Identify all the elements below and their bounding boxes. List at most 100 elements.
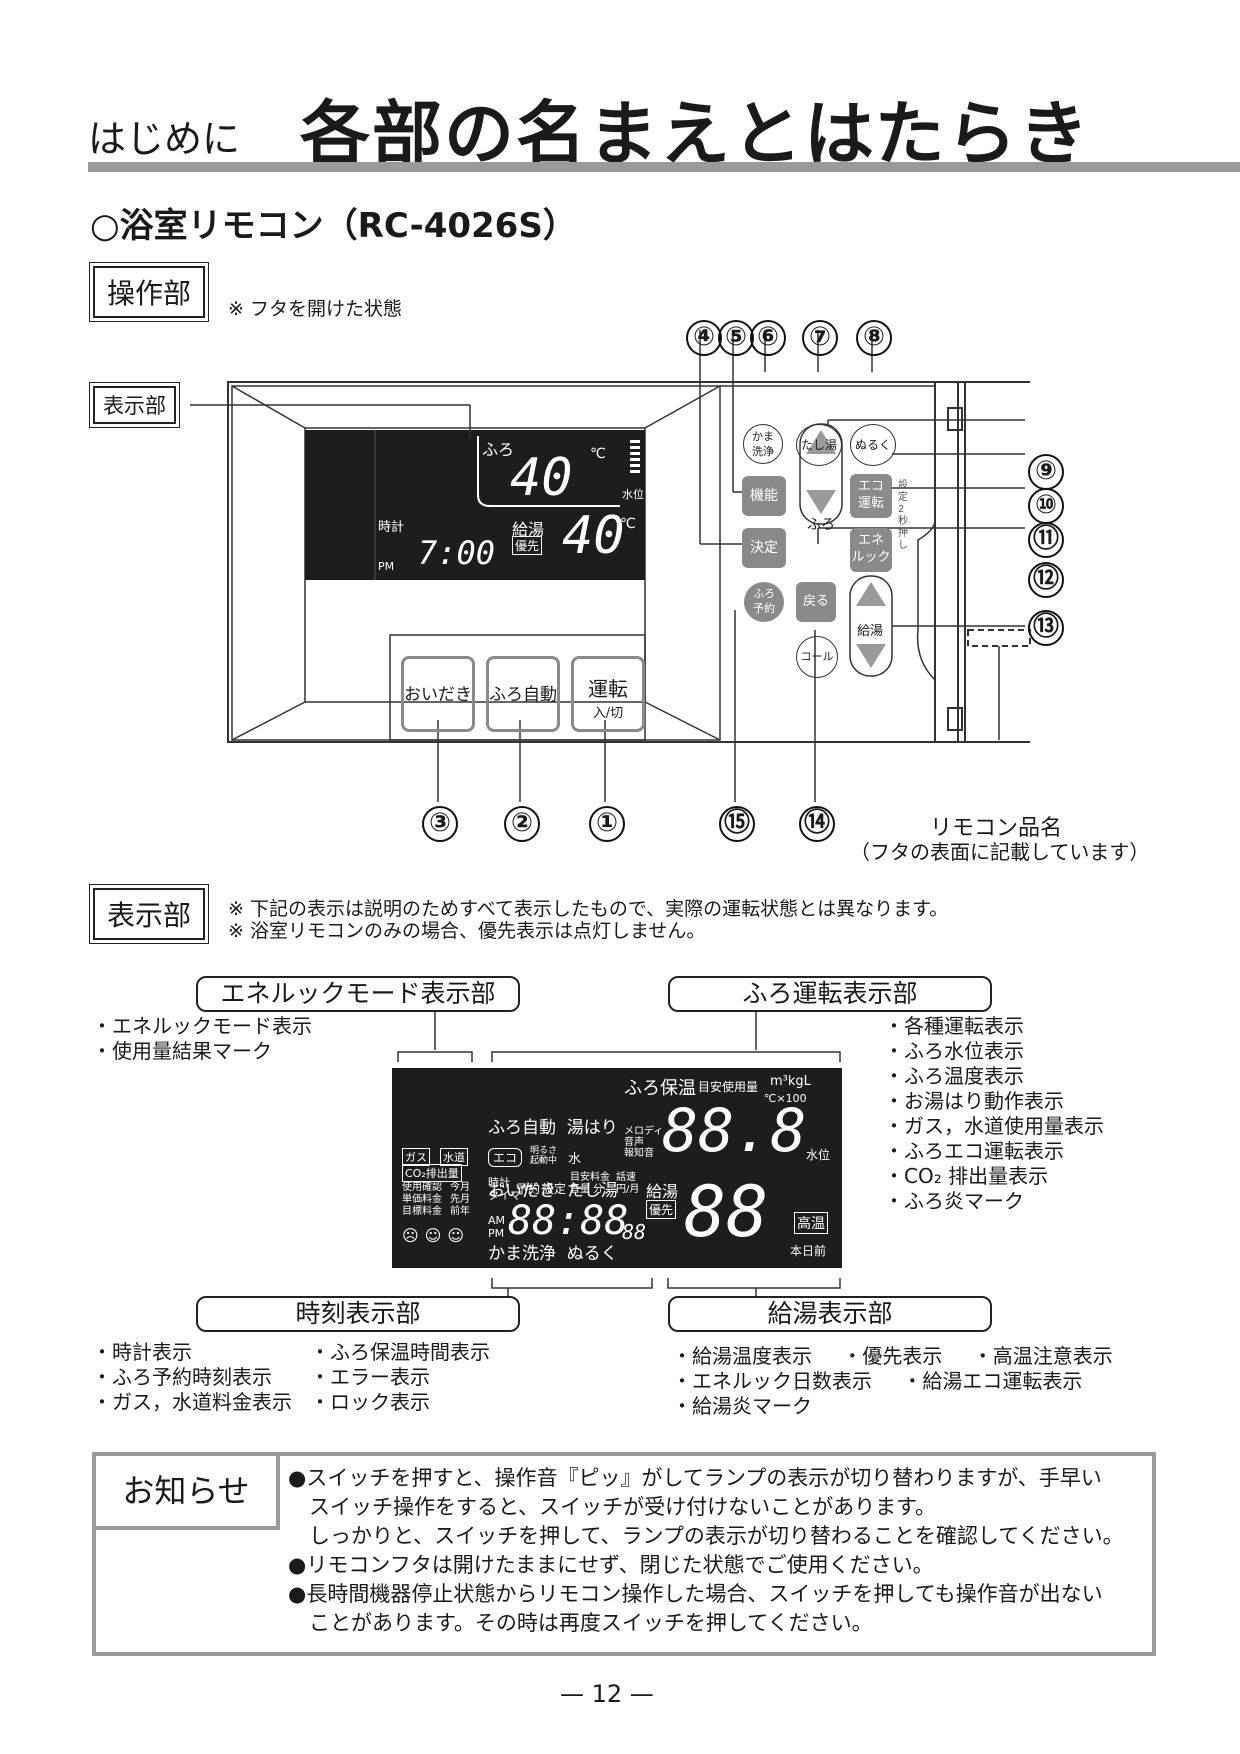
callout-7: ⑦: [802, 320, 838, 356]
lcd-settei: 設定: [542, 1182, 567, 1196]
call-button[interactable]: コール: [796, 636, 838, 678]
lcd-big1: 88.8: [662, 1096, 807, 1166]
callout-3: ③: [422, 806, 458, 842]
furo-yoyaku-button[interactable]: ふろ 予約: [744, 582, 784, 622]
setting-note: 設定2秒押し: [898, 480, 908, 551]
furo-items: ・各種運転表示 ・ふろ水位表示 ・ふろ温度表示 ・お湯はり動作表示 ・ガス，水道…: [884, 1014, 1104, 1213]
eneluck-items: ・エネルックモード表示 ・使用量結果マーク: [92, 1014, 312, 1063]
kino-button[interactable]: 機能: [742, 476, 786, 516]
display-note-1: ※ 下記の表示は説明のためすべて表示したもので、実際の運転状態とは異なります。: [228, 898, 949, 920]
lcd-big3: 88: [684, 1171, 769, 1253]
lcd-yoyaku: 予約: [516, 1182, 541, 1196]
lcd-honjitsu: 本日前: [790, 1244, 827, 1258]
lcd-kakunin: 使用確認 単価料金 目標料金: [402, 1182, 442, 1217]
lcd-big2: 88:88: [508, 1198, 629, 1244]
furo-updown-label[interactable]: ふろ: [807, 517, 835, 533]
display-note-2: ※ 浴室リモコンのみの場合、優先表示は点灯しません。: [228, 920, 706, 942]
lcd-kyuto2: 給湯: [646, 1182, 679, 1201]
lcd-akarusa: 明るさ 起動中: [530, 1146, 558, 1166]
lcd-wasoku: 話速 円/月: [616, 1172, 640, 1195]
furo-title: ふろ運転表示部: [668, 976, 992, 1012]
callout-13: ⑬: [1028, 610, 1064, 646]
time-items-left: ・時計表示 ・ふろ予約時刻表示 ・ガス，水道料金表示: [92, 1340, 292, 1414]
kyuto-updown-label[interactable]: 給湯: [857, 624, 884, 639]
time-title: 時刻表示部: [196, 1296, 520, 1332]
lcd-x100: ℃×100: [764, 1092, 807, 1105]
kyuto-title: 給湯表示部: [668, 1296, 992, 1332]
lcd-level2: 水位: [806, 1148, 831, 1162]
lcd-ampm: AM PM: [488, 1214, 506, 1240]
remote-diagram: [190, 330, 1031, 802]
notice-text: ●スイッチを押すと、操作音『ピッ』がしてランプの表示が切り替わりますが、手早い …: [288, 1466, 1124, 1635]
eneluck-button[interactable]: エネ ルック: [850, 528, 892, 572]
lcd-suido: 水道: [440, 1148, 468, 1166]
model-name: リモコン品名: [930, 816, 1063, 841]
tashiyu-button[interactable]: たし湯: [796, 424, 842, 466]
callout-2: ②: [504, 806, 540, 842]
display-lcd: ふろ自動 湯はり おいだき たし湯 かま洗浄 ぬるく エコ 明るさ 起動中 水 …: [392, 1068, 842, 1268]
kettei-button[interactable]: 決定: [742, 528, 786, 568]
callout-6: ⑥: [750, 320, 786, 356]
unten-sub: 入/切: [592, 706, 624, 721]
notice-box: [92, 1452, 1156, 1656]
lcd-row3: かま洗浄 ぬるく: [488, 1244, 618, 1264]
callout-12: ⑫: [1028, 562, 1064, 598]
lcd-unit: ℃: [590, 446, 606, 462]
lcd-gas: ガス: [402, 1148, 430, 1166]
lcd-meyasu-ryokin: 目安料金 音量 分: [570, 1172, 610, 1195]
lcd-level: 水位: [622, 488, 644, 501]
eneluck-title: エネルックモード表示部: [196, 976, 520, 1012]
unten-button[interactable]: 運転 入/切: [571, 656, 645, 732]
model-note: （フタの表面に記載しています）: [850, 840, 1150, 864]
page-title: 各部の名まえとはたらき: [300, 93, 1091, 175]
kama-button[interactable]: かま 洗浄: [743, 424, 783, 464]
lcd-kyuto: 給湯: [512, 520, 545, 539]
callout-11: ⑪: [1028, 522, 1064, 558]
display-brackets: [397, 1012, 841, 1306]
callout-15: ⑮: [719, 806, 755, 842]
oidaki-button[interactable]: おいだき: [401, 656, 475, 732]
lcd-kyuto-temp: 40: [562, 506, 625, 566]
lcd-meyasu: 目安使用量: [698, 1080, 759, 1094]
callout-10: ⑩: [1028, 488, 1064, 524]
lcd-furo-temp: 40: [510, 448, 573, 508]
remote-edge: [934, 381, 966, 743]
lcd-jikei: 時計 タイマ: [488, 1176, 521, 1202]
lcd-yusen: 優先: [512, 536, 543, 555]
lcd-faces: ☹☺☺: [402, 1226, 471, 1245]
callout-14: ⑭: [799, 806, 835, 842]
header-rule: [88, 162, 1240, 172]
callout-5: ⑤: [718, 320, 754, 356]
furo-auto-button[interactable]: ふろ自動: [486, 656, 560, 732]
lcd-units: m³kgL: [770, 1074, 811, 1089]
eco-button[interactable]: エコ 運転: [850, 474, 892, 518]
lcd-eco: エコ: [488, 1148, 523, 1167]
operation-label: 操作部: [88, 262, 210, 322]
lcd-time: 7:00: [418, 534, 496, 572]
callout-4: ④: [686, 320, 722, 356]
kyuto-items: ・給湯温度表示 ・優先表示 ・高温注意表示 ・エネルック日数表示 ・給湯エコ運転…: [672, 1344, 1113, 1418]
lcd-koon: 高温: [794, 1212, 828, 1234]
modoru-button[interactable]: 戻る: [796, 582, 836, 622]
lcd-mizu: 水: [568, 1152, 582, 1167]
lcd-kongetsu: 今月 先月 前年: [450, 1182, 470, 1217]
lcd-melody: メロディ 音声 報知音: [624, 1126, 664, 1159]
notice-title: お知らせ: [92, 1452, 280, 1530]
callout-9: ⑨: [1028, 454, 1064, 490]
lcd-row1: ふろ自動 湯はり: [488, 1118, 618, 1138]
lcd-co2: CO₂排出量: [402, 1164, 462, 1182]
callout-1: ①: [589, 806, 625, 842]
lcd-clock-label: 時計: [378, 520, 405, 535]
lcd-pm: PM: [378, 560, 395, 573]
lcd-kyuto-unit: ℃: [620, 516, 636, 532]
lcd-furo-hoon: ふろ保温: [624, 1078, 696, 1099]
lcd-row2: おいだき たし湯: [488, 1181, 618, 1201]
unten-label: 運転: [588, 677, 628, 701]
nuruku-button[interactable]: ぬるく: [850, 424, 896, 466]
display-section-label: 表示部: [88, 884, 210, 944]
header-section: はじめに: [88, 117, 241, 161]
display-part-label: 表示部: [89, 382, 180, 428]
lcd-yusen2: 優先: [646, 1200, 677, 1219]
page-number: — 12 —: [560, 1680, 654, 1708]
operation-note: ※ フタを開けた状態: [228, 298, 402, 320]
